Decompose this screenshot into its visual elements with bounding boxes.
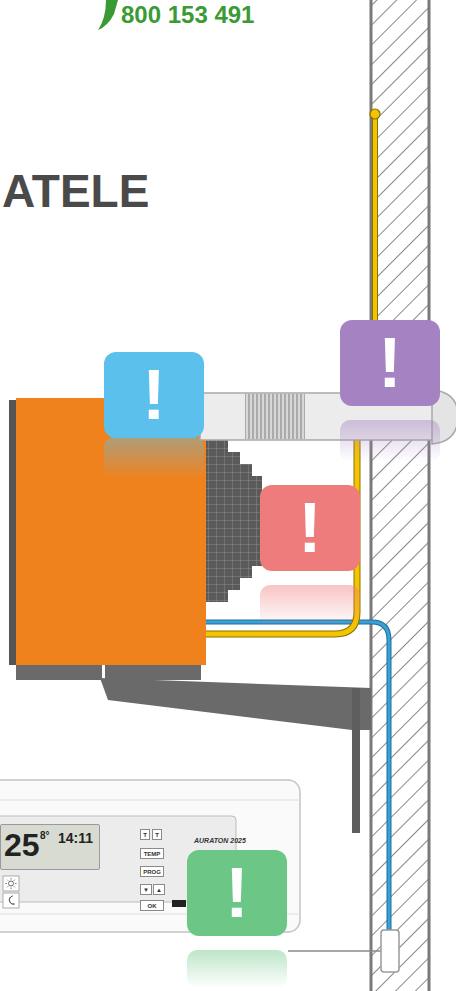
gas-pipe bbox=[372, 118, 378, 330]
wall-box bbox=[381, 930, 399, 972]
boiler bbox=[9, 400, 17, 665]
gas-pipe bbox=[373, 118, 377, 330]
node-text: ! bbox=[142, 360, 165, 430]
node-text: ! bbox=[298, 493, 321, 563]
callout-reflection bbox=[340, 420, 440, 462]
boiler bbox=[206, 440, 262, 602]
boiler bbox=[16, 398, 206, 665]
node-text: 25 bbox=[4, 829, 40, 861]
thermostat-button: ▲ bbox=[153, 884, 165, 895]
gas-pipe bbox=[370, 109, 380, 119]
phone-icon bbox=[98, 0, 118, 30]
thermostat-button: TEMP bbox=[140, 848, 164, 859]
wall-box bbox=[288, 950, 382, 952]
callout-reflection bbox=[187, 950, 287, 988]
wall bbox=[428, 0, 431, 991]
warning-callout: ! bbox=[104, 352, 204, 438]
thermostat-body bbox=[172, 900, 186, 907]
lcd-display: 258° 14:11 bbox=[0, 824, 100, 870]
warning-callout: ! bbox=[187, 850, 287, 936]
node-text: 8° bbox=[40, 831, 50, 841]
thermostat-body bbox=[3, 876, 19, 891]
node-text: T bbox=[143, 832, 147, 838]
thermostat-body bbox=[6, 878, 17, 889]
wall bbox=[371, 0, 429, 991]
node-text: TEMP bbox=[144, 851, 161, 857]
phone-number: 800 153 491 bbox=[121, 3, 254, 27]
thermostat-body bbox=[0, 800, 300, 801]
wall bbox=[371, 0, 429, 991]
boiler bbox=[16, 665, 102, 680]
callout-reflection bbox=[104, 420, 440, 988]
node-text: 14:11 bbox=[58, 831, 93, 845]
wall-bracket bbox=[100, 678, 371, 730]
thermostat-body bbox=[9, 881, 14, 886]
thermostat-body bbox=[3, 893, 19, 908]
warning-callout: ! bbox=[260, 485, 360, 571]
wall-bracket bbox=[352, 688, 360, 833]
gas-pipe bbox=[370, 109, 380, 330]
wall-box bbox=[288, 930, 399, 972]
thermostat-body bbox=[9, 896, 14, 904]
thermostat-button: ▼ bbox=[140, 884, 152, 895]
node-text: ▲ bbox=[156, 887, 162, 893]
thermostat-button: T bbox=[140, 829, 150, 840]
thermostat-button: PROG bbox=[140, 866, 164, 877]
node-text: ▼ bbox=[143, 887, 149, 893]
thermostat-button: T bbox=[152, 829, 162, 840]
boiler bbox=[105, 665, 201, 680]
flue-pipe bbox=[245, 394, 305, 439]
node-text: OK bbox=[148, 903, 157, 909]
thermostat-button: OK bbox=[140, 900, 164, 911]
node-text: AURATON 2025 bbox=[194, 837, 246, 844]
heading-fragment: ATELE bbox=[2, 168, 149, 214]
warning-callout: ! bbox=[340, 320, 440, 406]
node-text: PROG bbox=[143, 869, 161, 875]
callout-reflection bbox=[104, 437, 204, 479]
node-text: T bbox=[155, 832, 159, 838]
callout-reflection bbox=[260, 585, 360, 627]
node-text: ! bbox=[378, 328, 401, 398]
node-text: ! bbox=[225, 858, 248, 928]
